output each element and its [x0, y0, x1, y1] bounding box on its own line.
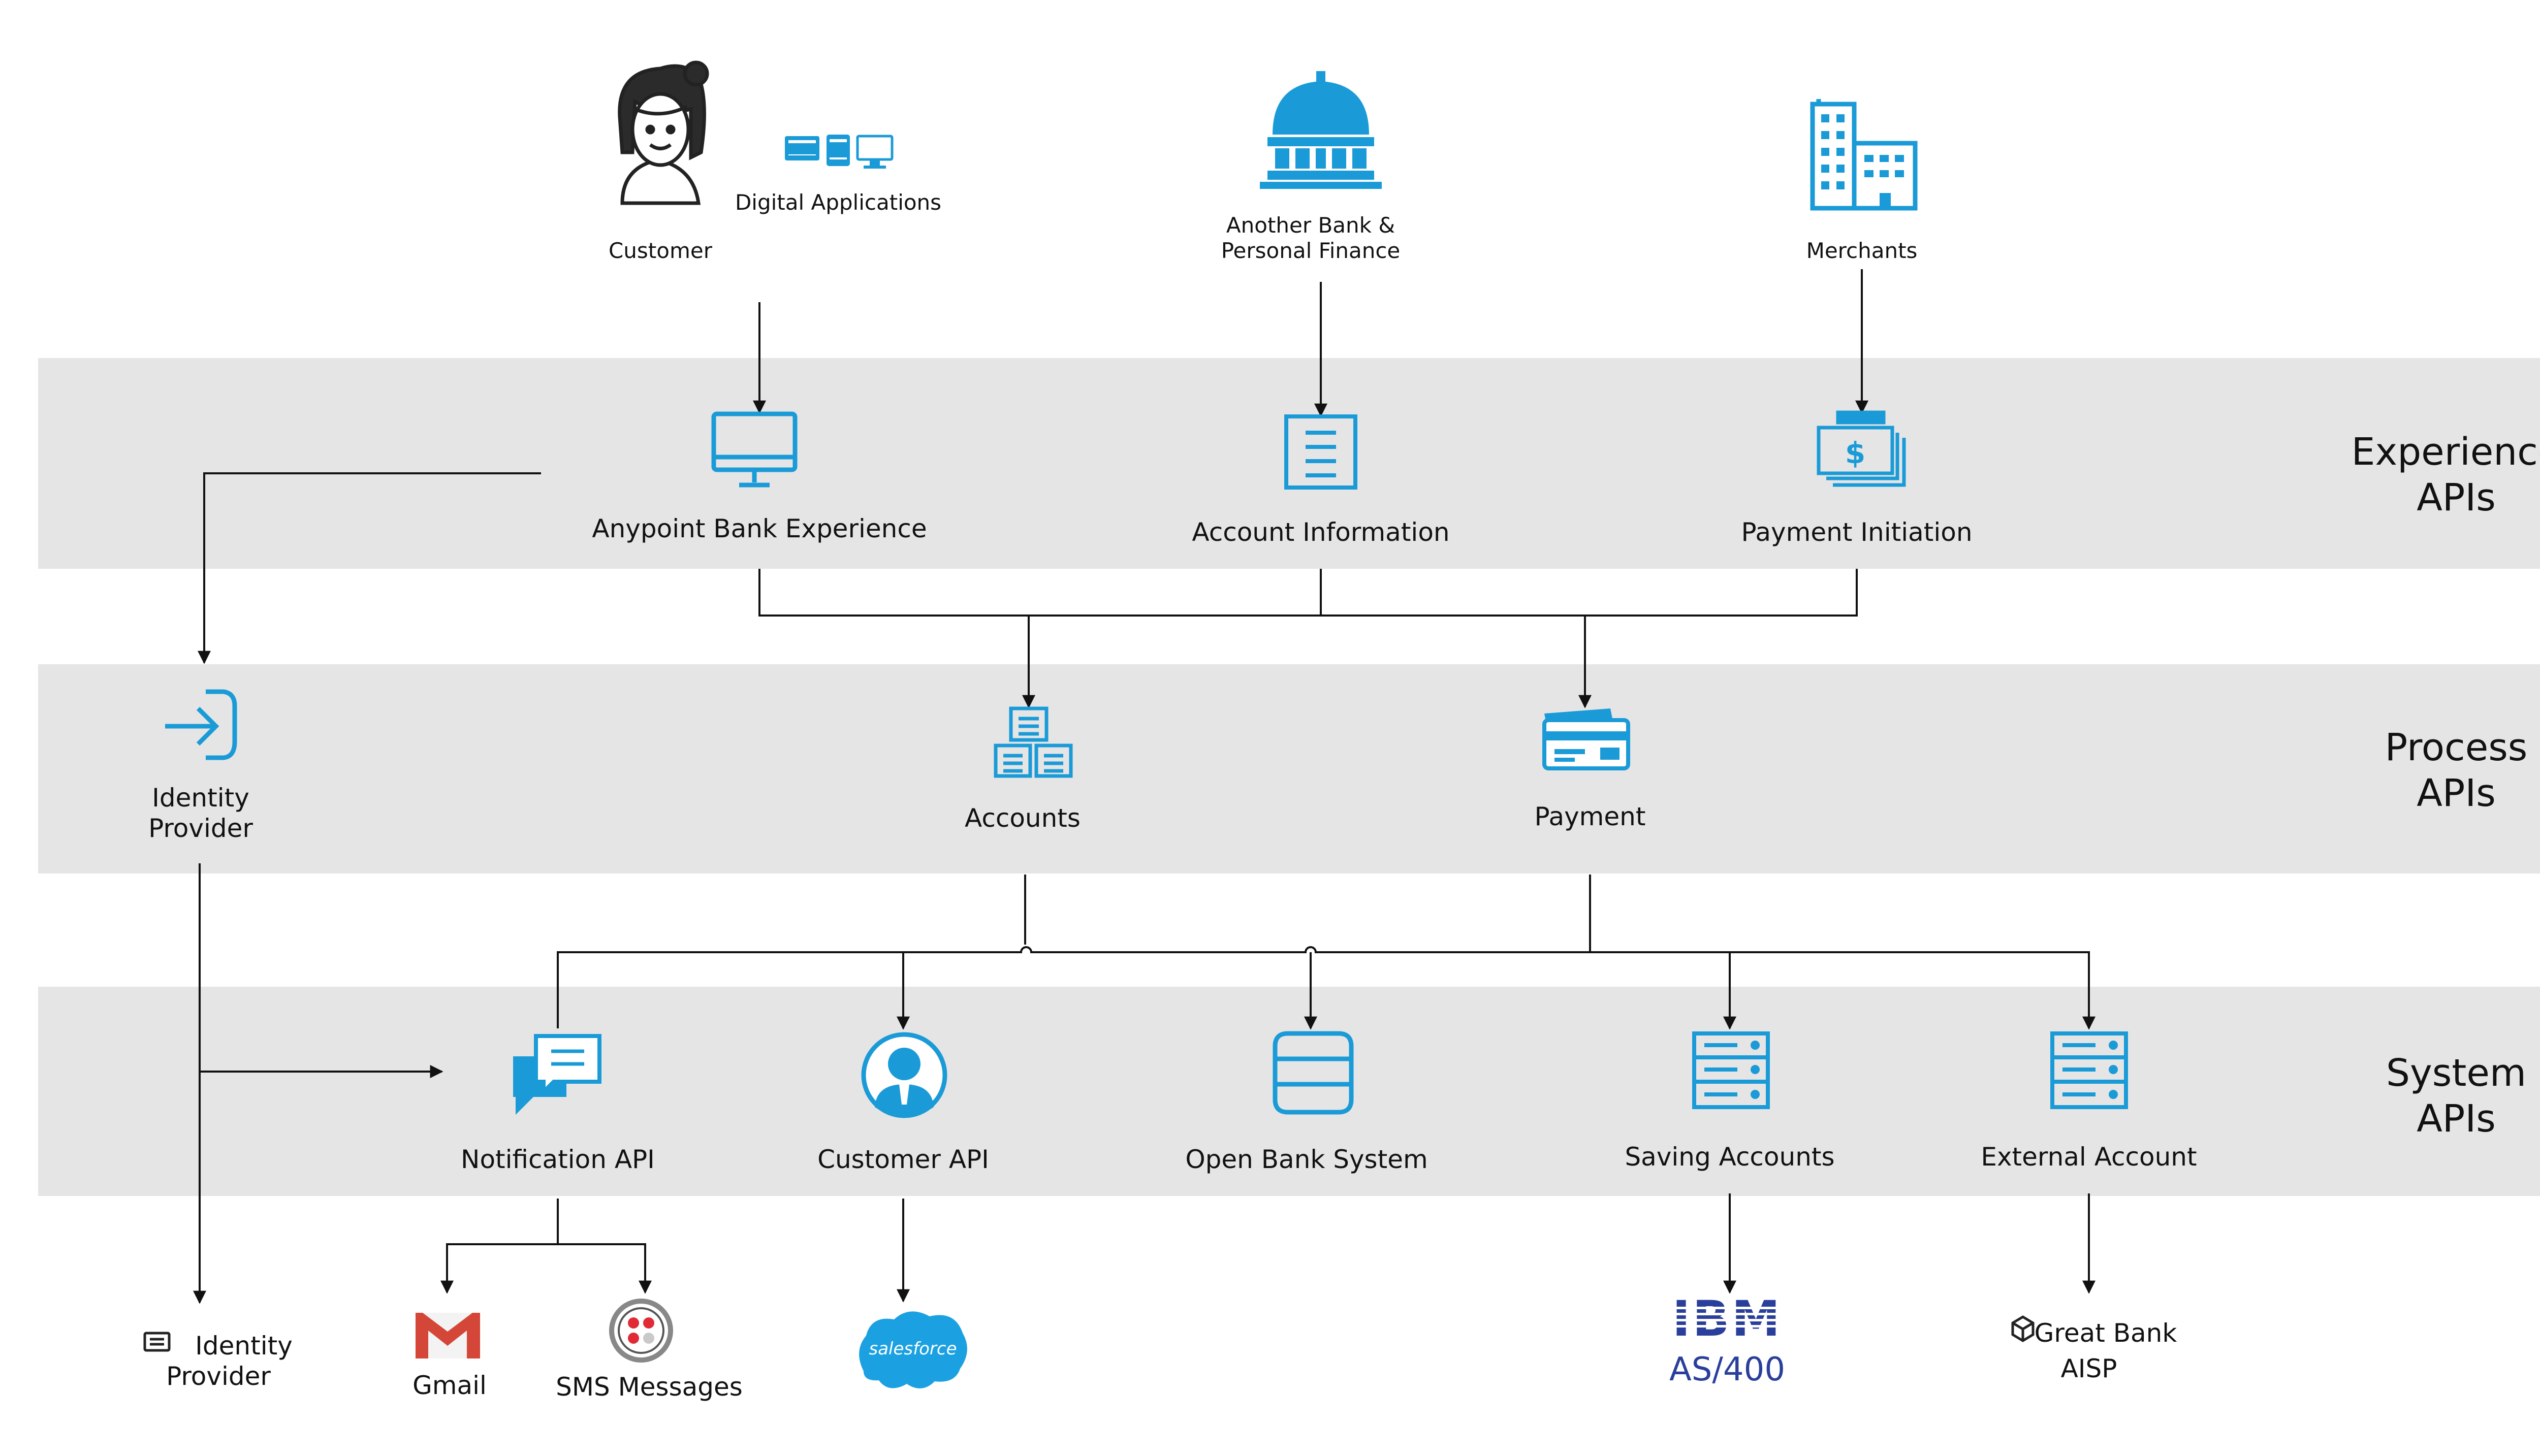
another-bank-label-2: Personal Finance	[1221, 238, 1401, 263]
server-icon	[1692, 1031, 1770, 1109]
customer-label: Customer	[609, 238, 713, 263]
monitor-icon	[711, 411, 798, 488]
saving-accounts-label: Saving Accounts	[1625, 1142, 1834, 1172]
process-band-title: Process	[2385, 726, 2528, 769]
salesforce-logo: salesforce	[859, 1311, 967, 1388]
svg-text:$: $	[1845, 436, 1865, 470]
experience-band-title: Experience	[2352, 430, 2540, 474]
keyboard-icon	[143, 1332, 171, 1352]
database-icon	[1273, 1031, 1354, 1115]
merchant-buildings-icon	[1810, 99, 1918, 211]
chat-bubbles-icon	[513, 1034, 601, 1115]
bank-building-icon	[1260, 71, 1382, 189]
cash-stack-icon: $	[1817, 410, 1906, 487]
connectors	[193, 269, 2096, 1304]
process-band-title-2: APIs	[2417, 771, 2496, 815]
customer-person-icon	[861, 1032, 947, 1118]
anypoint-bank-experience-label: Anypoint Bank Experience	[592, 514, 927, 543]
login-icon	[165, 689, 237, 760]
identity-provider-endpoint-label: Identity	[195, 1331, 293, 1361]
credit-card-icon	[1542, 708, 1630, 770]
identity-provider-process-label-2: Provider	[148, 814, 253, 843]
sms-messages-label: SMS Messages	[556, 1372, 743, 1402]
great-bank-aisp-label: AISP	[2061, 1354, 2117, 1383]
experience-band	[38, 358, 2540, 569]
external-account-label: External Account	[1981, 1142, 2197, 1172]
gmail-label: Gmail	[412, 1371, 487, 1400]
ibm-logo: IBM AS/400	[1669, 1290, 1785, 1388]
server-icon-2	[2050, 1031, 2128, 1109]
payment-initiation-label: Payment Initiation	[1741, 517, 1972, 547]
great-bank-label: Great Bank	[2035, 1318, 2177, 1348]
digital-applications-label: Digital Applications	[735, 190, 941, 215]
merchants-label: Merchants	[1806, 238, 1918, 263]
customer-api-label: Customer API	[817, 1145, 989, 1174]
another-bank-label: Another Bank &	[1226, 213, 1395, 238]
accounts-label: Accounts	[965, 803, 1081, 833]
open-bank-system-label: Open Bank System	[1185, 1145, 1427, 1174]
identity-provider-process-label: Identity	[152, 783, 249, 813]
identity-provider-endpoint-label-2: Provider	[166, 1362, 271, 1391]
payment-label: Payment	[1535, 802, 1646, 831]
svg-text:AS/400: AS/400	[1669, 1351, 1785, 1388]
experience-band-title-2: APIs	[2417, 476, 2496, 520]
system-band-title-2: APIs	[2417, 1097, 2496, 1141]
digital-devices-icon	[785, 135, 894, 169]
svg-text:salesforce: salesforce	[869, 1339, 957, 1359]
system-band-title: System	[2386, 1051, 2526, 1095]
boxes-icon	[994, 706, 1073, 778]
document-icon	[1284, 414, 1357, 490]
account-information-label: Account Information	[1192, 517, 1449, 547]
notification-api-label: Notification API	[461, 1145, 655, 1174]
process-band	[38, 664, 2540, 873]
sms-icon	[609, 1299, 673, 1363]
system-band	[38, 987, 2540, 1196]
cube-logo-icon	[2011, 1315, 2035, 1342]
customer-avatar-icon	[618, 60, 709, 205]
gmail-icon	[416, 1313, 480, 1358]
